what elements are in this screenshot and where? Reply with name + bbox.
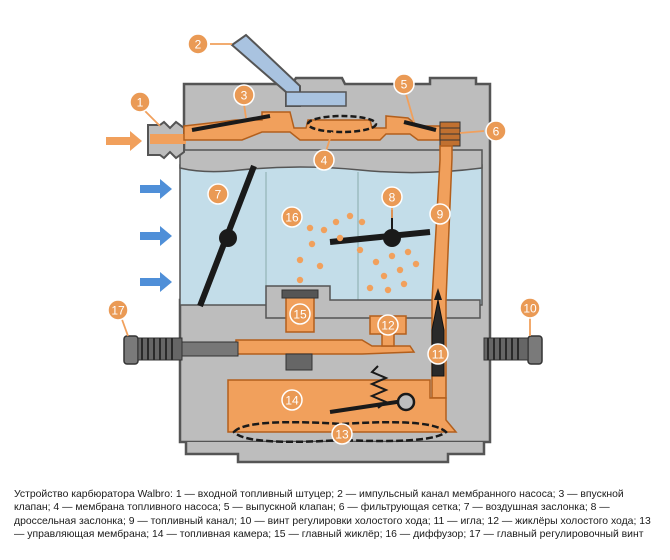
diagram-caption: Устройство карбюратора Walbro: 1 — входн… [14, 489, 651, 541]
upper-fuel-channel [183, 111, 441, 141]
badge-8-label: 8 [389, 191, 396, 205]
badge-11: 11 [427, 343, 449, 365]
badge-2-label: 2 [195, 38, 202, 52]
badge-5-label: 5 [401, 78, 408, 92]
badge-9: 9 [429, 203, 451, 225]
badge-17: 17 [107, 299, 129, 321]
badge-10: 10 [519, 297, 541, 319]
spring [369, 365, 389, 409]
mid-fuel-channel [235, 339, 416, 355]
badge-16: 16 [281, 206, 303, 228]
badge-17-label: 17 [111, 304, 125, 318]
badge-8: 8 [381, 186, 403, 208]
air-inflow-arrow-1 [140, 179, 172, 199]
outlet-valve [403, 120, 437, 132]
badge-9-label: 9 [437, 208, 444, 222]
badge-11-label: 11 [432, 348, 445, 362]
choke-shaft [219, 229, 237, 247]
badge-4-label: 4 [321, 154, 328, 168]
main-jet-cap [281, 289, 319, 299]
badge-15-label: 15 [293, 308, 307, 322]
badge-13-label: 13 [335, 428, 349, 442]
badge-3-label: 3 [241, 89, 248, 103]
badge-13: 13 [331, 423, 353, 445]
control-membrane [232, 420, 448, 444]
badge-14-label: 14 [285, 394, 299, 408]
badge-12: 12 [377, 314, 399, 336]
badge-3: 3 [233, 84, 255, 106]
badge-6: 6 [485, 120, 507, 142]
badge-16-label: 16 [285, 211, 299, 225]
bottom-cover [184, 442, 486, 464]
inlet-valve [191, 114, 271, 132]
badge-5: 5 [393, 73, 415, 95]
badge-6-label: 6 [493, 125, 500, 139]
badge-4: 4 [313, 149, 335, 171]
fuel-inlet-bore [150, 134, 186, 144]
impulse-channel-base [285, 91, 347, 107]
badge-2: 2 [187, 33, 209, 55]
badge-15: 15 [289, 303, 311, 325]
fuel-spray [296, 212, 420, 294]
needle-tip [434, 288, 442, 300]
pump-membrane [306, 114, 378, 134]
control-lever [329, 398, 411, 414]
badge-1-label: 1 [137, 96, 144, 110]
badge-14: 14 [281, 389, 303, 411]
throttle-plate [329, 229, 431, 245]
badge-10-label: 10 [523, 302, 537, 316]
badge-7-label: 7 [215, 188, 222, 202]
air-inflow-arrow-2 [140, 226, 172, 246]
main-adjusting-screw [123, 335, 239, 365]
idle-adjusting-screw [483, 335, 543, 365]
main-jet-stem [285, 353, 313, 371]
air-inflow-arrow-3 [140, 272, 172, 292]
badge-7: 7 [207, 183, 229, 205]
badge-12-label: 12 [381, 319, 395, 333]
lever-pivot [396, 392, 416, 412]
badge-1: 1 [129, 91, 151, 113]
fuel-inflow-arrow [106, 131, 142, 151]
